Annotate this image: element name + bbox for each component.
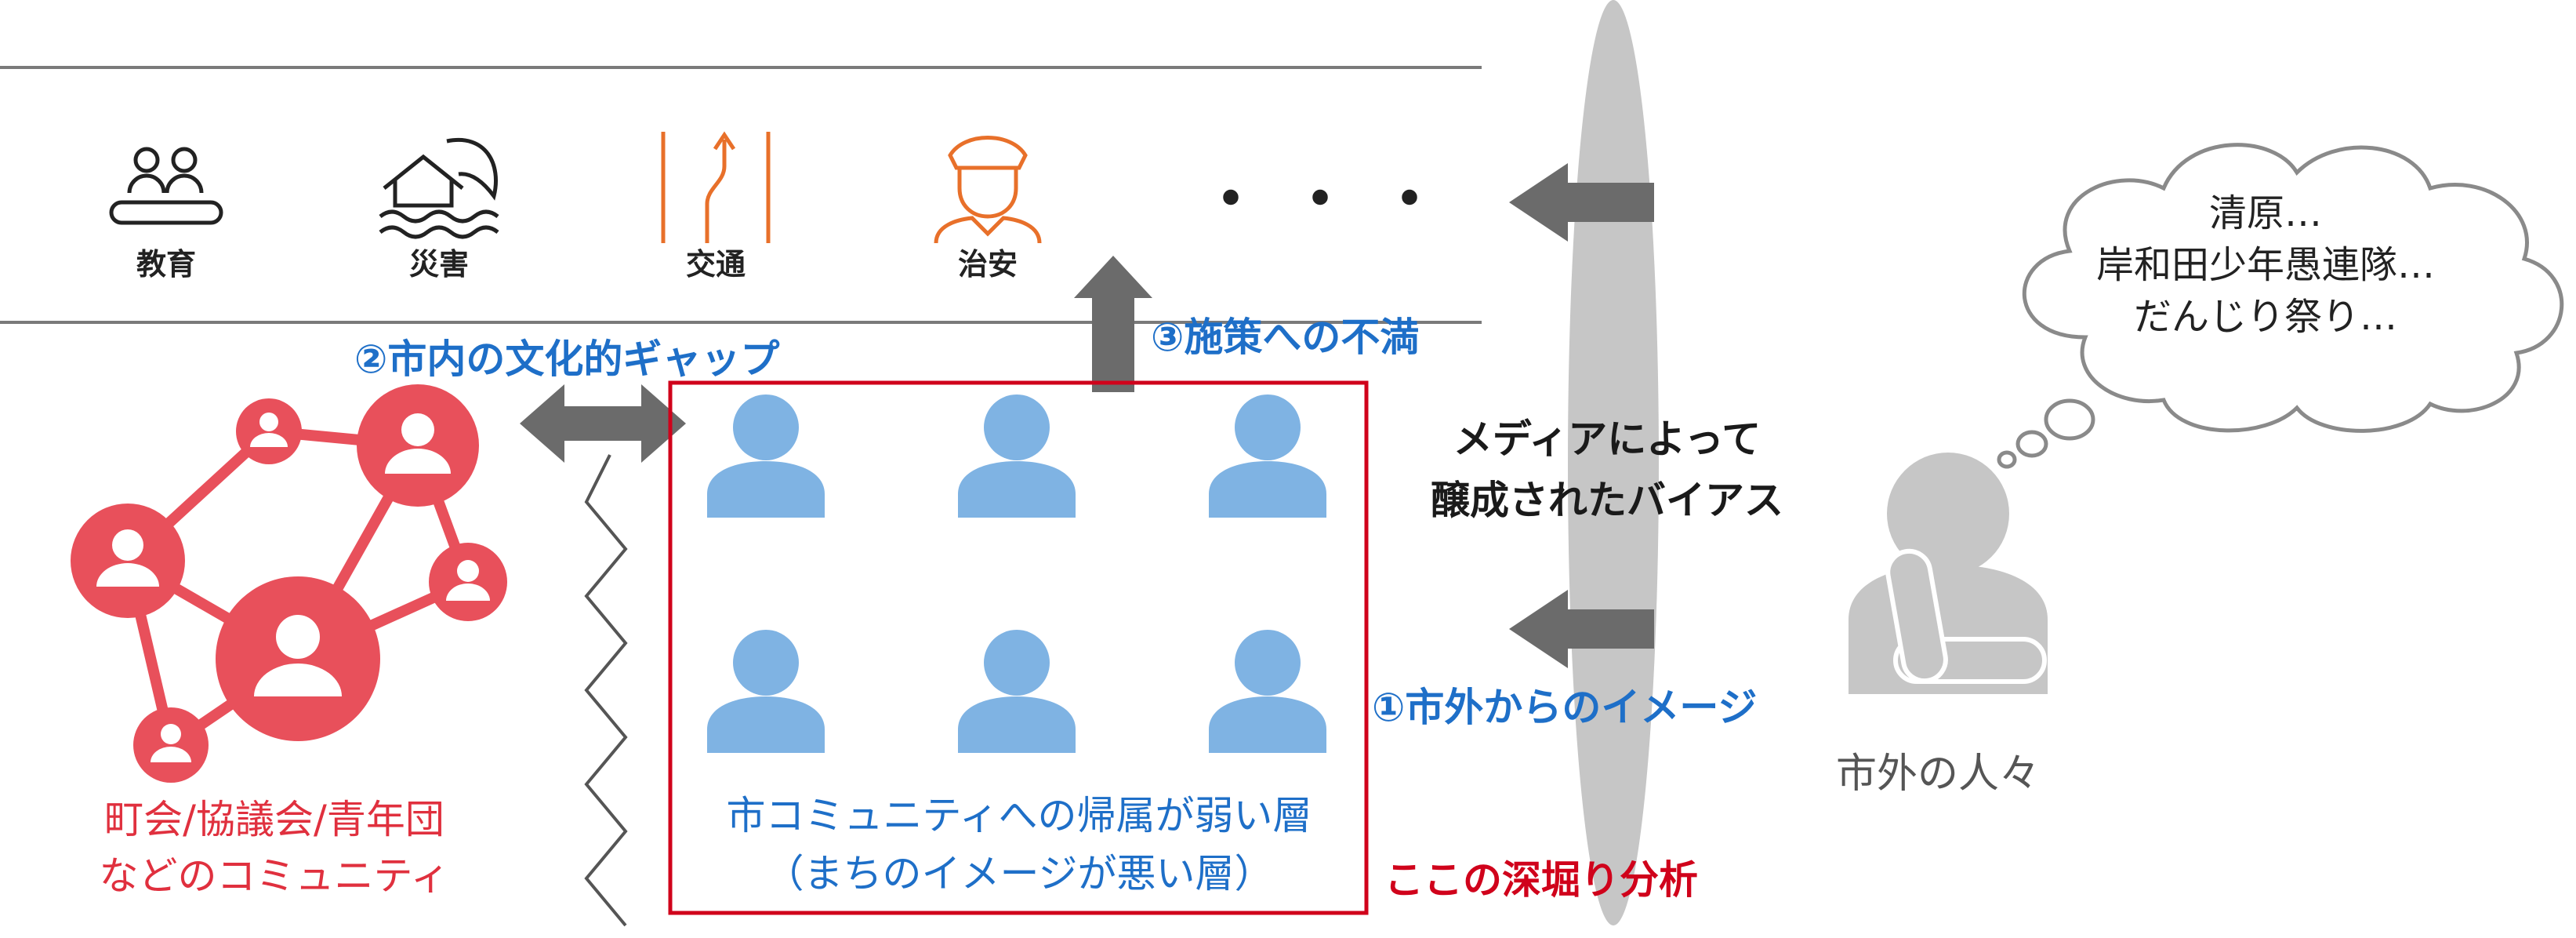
media-bias-line2: 醸成されたバイアス bbox=[1431, 478, 1783, 523]
community-label-line1: 町会/協議会/青年団 bbox=[104, 797, 444, 842]
weak-group-persons bbox=[707, 394, 1326, 753]
thought-line3: だんじり祭り… bbox=[2133, 295, 2397, 339]
category-label-traffic: 交通 bbox=[685, 247, 746, 282]
person-icon bbox=[707, 630, 825, 753]
thought-bubble bbox=[1997, 143, 2564, 469]
disaster-icon bbox=[379, 138, 499, 239]
lens-arrow-top bbox=[1509, 163, 1654, 242]
community-person-icons bbox=[96, 413, 490, 762]
weak-group-line2: （まちのイメージが悪い層） bbox=[764, 851, 1274, 896]
outsiders-label: 市外の人々 bbox=[1836, 751, 2041, 798]
outsider-figure bbox=[1849, 453, 2048, 694]
community-node bbox=[133, 707, 209, 783]
category-label-education: 教育 bbox=[136, 247, 196, 282]
person-icon bbox=[958, 630, 1076, 753]
category-label-disaster: 災害 bbox=[408, 247, 469, 282]
person-icon bbox=[1209, 630, 1326, 753]
lens-arrow-bottom bbox=[1509, 590, 1654, 668]
category-label-police: 治安 bbox=[957, 247, 1018, 282]
cultural-gap-label: ②市内の文化的ギャップ bbox=[354, 336, 780, 382]
education-icon bbox=[109, 147, 223, 225]
person-icon bbox=[707, 394, 825, 518]
deep-dive-label: ここの深堀り分析 bbox=[1384, 857, 1698, 903]
person-icon bbox=[1209, 394, 1326, 518]
traffic-icon bbox=[661, 131, 771, 243]
policy-dissatisfaction-label: ③施策への不満 bbox=[1151, 314, 1420, 360]
thought-line1: 清原… bbox=[2208, 191, 2322, 235]
double-arrow bbox=[520, 384, 686, 463]
weak-group-box bbox=[668, 380, 1369, 915]
zigzag-divider bbox=[584, 454, 628, 927]
ellipsis-more: ・・・ bbox=[1199, 163, 1468, 236]
outside-image-label: ①市外からのイメージ bbox=[1372, 685, 1758, 730]
media-bias-line1: メディアによって bbox=[1453, 416, 1761, 462]
thought-line2: 岸和田少年愚連隊… bbox=[2095, 243, 2435, 287]
up-arrow bbox=[1074, 256, 1152, 392]
police-icon bbox=[934, 136, 1042, 244]
person-icon bbox=[958, 394, 1076, 518]
community-label-line2: などのコミュニティ bbox=[99, 853, 450, 899]
weak-group-line1: 市コミュニティへの帰属が弱い層 bbox=[726, 793, 1312, 838]
lens-ellipse bbox=[1568, 0, 1659, 925]
